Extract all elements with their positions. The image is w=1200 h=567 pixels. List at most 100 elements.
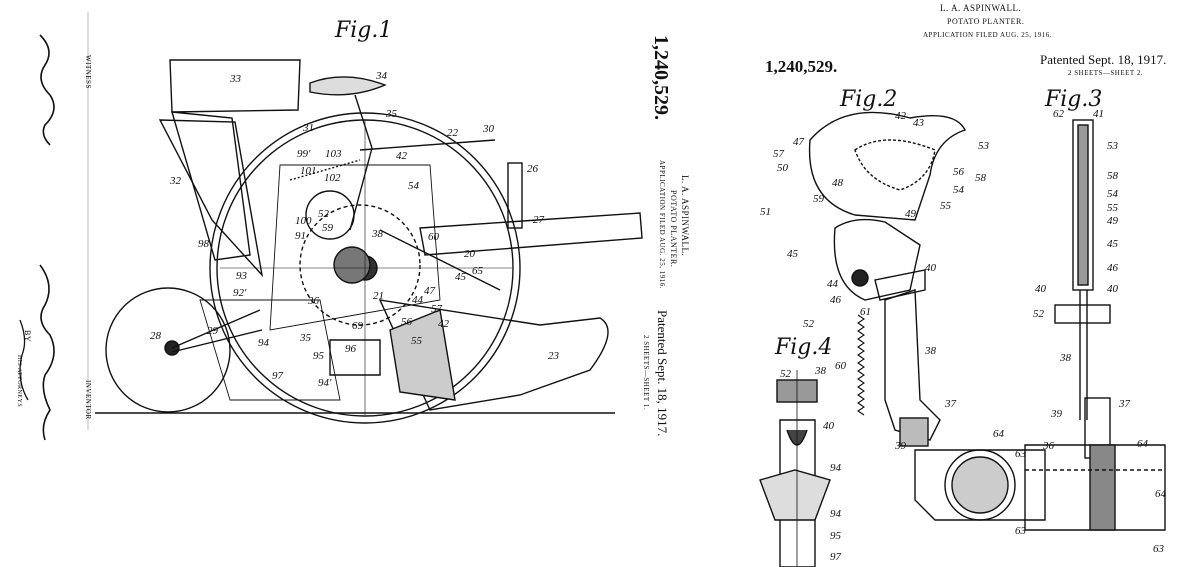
ref-number: 41 xyxy=(1093,108,1104,120)
application-filed: APPLICATION FILED AUG. 25, 1916. xyxy=(658,160,666,289)
ref-number: 52 xyxy=(803,318,814,330)
fig2-link-arm xyxy=(884,289,941,441)
by-label: BY xyxy=(23,330,32,343)
ref-number: 30 xyxy=(483,123,494,135)
ref-number: 46 xyxy=(830,294,841,306)
invention-title: POTATO PLANTER. xyxy=(947,17,1025,26)
ref-number: 38 xyxy=(815,365,826,377)
ref-number: 63 xyxy=(1153,543,1164,555)
invention-title: POTATO PLANTER. xyxy=(669,190,678,268)
ref-number: 40 xyxy=(823,420,834,432)
ref-number: 48 xyxy=(832,177,843,189)
ref-number: 45 xyxy=(787,248,798,260)
ref-number: 63 xyxy=(1015,448,1026,460)
patent-number: 1,240,529. xyxy=(650,35,672,120)
fig3-title: Fig.3 xyxy=(1045,87,1103,112)
frame-beam xyxy=(419,212,643,256)
ref-number: 56 xyxy=(401,316,412,328)
ref-number: 57 xyxy=(431,303,442,315)
ref-number: 45 xyxy=(1107,238,1118,250)
witness-signature xyxy=(39,34,55,146)
application-filed: APPLICATION FILED AUG. 25, 1916. xyxy=(923,31,1052,39)
ref-number: 102 xyxy=(324,172,341,184)
drive-wheel-outer xyxy=(209,112,521,424)
ref-number: 64 xyxy=(1137,438,1148,450)
ref-number: 58 xyxy=(1107,170,1118,182)
ref-number: 44 xyxy=(412,294,423,306)
ref-number: 40 xyxy=(925,262,936,274)
patent-sheet-2: L. A. ASPINWALL. POTATO PLANTER. APPLICA… xyxy=(735,0,1200,567)
ref-number: 53 xyxy=(1107,140,1118,152)
ref-number: 54 xyxy=(1107,188,1118,200)
fig4-title: Fig.4 xyxy=(775,335,833,360)
ref-number: 31 xyxy=(303,122,314,134)
fig2-title: Fig.2 xyxy=(840,87,898,112)
ref-number: 93 xyxy=(236,270,247,282)
ref-number: 53 xyxy=(978,140,989,152)
ref-number: 65 xyxy=(472,265,483,277)
fig2-spring xyxy=(857,314,865,416)
patented-date: Patented Sept. 18, 1917. xyxy=(1040,52,1167,67)
ref-number: 40 xyxy=(1035,283,1046,295)
ref-number: 23 xyxy=(548,350,559,362)
ref-number: 51 xyxy=(760,206,771,218)
ref-number: 99' xyxy=(297,148,311,160)
ref-number: 44 xyxy=(827,278,838,290)
ref-number: 94 xyxy=(830,462,841,474)
fig3-column xyxy=(1072,119,1094,291)
ref-number: 91 xyxy=(295,230,306,242)
ref-number: 55 xyxy=(940,200,951,212)
furrow-shoe xyxy=(378,299,609,411)
ref-number: 26 xyxy=(527,163,538,175)
witness-label: WITNESS xyxy=(84,55,92,89)
ref-number: 98 xyxy=(198,238,209,250)
ref-number: 52 xyxy=(780,368,791,380)
ref-number: 32 xyxy=(170,175,181,187)
ref-number: 43 xyxy=(913,117,924,129)
inventor-name: L. A. ASPINWALL. xyxy=(940,3,1022,13)
figure-title: Fig.1 xyxy=(335,18,393,43)
ref-number: 28 xyxy=(150,330,161,342)
ref-number: 103 xyxy=(325,148,342,160)
fig3-base-block xyxy=(1024,444,1166,531)
ref-number: 56 xyxy=(953,166,964,178)
ref-number: 69 xyxy=(352,320,363,332)
ref-number: 96 xyxy=(345,343,356,355)
ref-number: 58 xyxy=(975,172,986,184)
ref-number: 39 xyxy=(1051,408,1062,420)
ref-number: 59 xyxy=(322,222,333,234)
ref-number: 59 xyxy=(813,193,824,205)
patented-date: Patented Sept. 18, 1917. xyxy=(655,310,670,437)
ref-number: 40 xyxy=(1107,283,1118,295)
ref-number: 35 xyxy=(386,108,397,120)
ref-number: 42 xyxy=(396,150,407,162)
ref-number: 36 xyxy=(1043,440,1054,452)
ref-number: 97 xyxy=(272,370,283,382)
ref-number: 60 xyxy=(428,231,439,243)
ref-number: 64 xyxy=(1155,488,1166,500)
sheet-count: 2 SHEETS—SHEET 1. xyxy=(642,335,650,411)
ref-number: 49 xyxy=(905,208,916,220)
fig1-drawing xyxy=(19,12,643,441)
ref-number: 54 xyxy=(408,180,419,192)
ref-number: 34 xyxy=(376,70,387,82)
ref-number: 95 xyxy=(830,530,841,542)
ref-number: 38 xyxy=(372,228,383,240)
ref-number: 39 xyxy=(895,440,906,452)
ref-number: 20 xyxy=(464,248,475,260)
inventor-name: L. A. ASPINWALL. xyxy=(680,175,690,257)
ref-number: 42 xyxy=(895,110,906,122)
patent-sheet-1: 33 34 35 31 22 30 32 99' 103 42 26 101 1… xyxy=(16,12,690,441)
ref-number: 60 xyxy=(835,360,846,372)
ref-number: 55 xyxy=(1107,202,1118,214)
sheet-count: 2 SHEETS—SHEET 2. xyxy=(1068,69,1144,77)
ref-number: 29 xyxy=(207,325,218,337)
ref-number: 62 xyxy=(1053,108,1064,120)
inventor-label: INVENTOR xyxy=(84,380,92,420)
ref-number: 36 xyxy=(308,295,319,307)
hopper-box xyxy=(169,59,301,113)
ref-number: 45 xyxy=(455,271,466,283)
ref-number: 100 xyxy=(295,215,312,227)
ref-number: 50 xyxy=(777,162,788,174)
ref-number: 54 xyxy=(953,184,964,196)
